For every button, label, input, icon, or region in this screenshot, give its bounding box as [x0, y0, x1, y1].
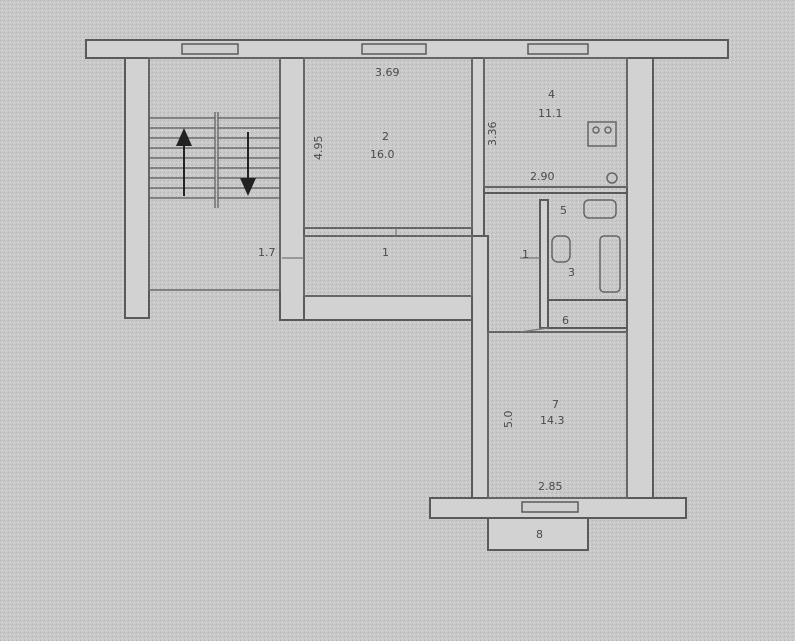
- room-4-area: 11.1: [538, 107, 563, 120]
- room-2-width: 3.69: [375, 66, 400, 79]
- room-3-number: 3: [568, 266, 575, 279]
- sink-icon: [583, 199, 617, 219]
- room-7-area: 14.3: [540, 414, 565, 427]
- window-stair: [181, 43, 239, 55]
- staircase: [149, 112, 280, 208]
- room-2-depth: 4.95: [312, 136, 325, 161]
- room-2-outline: [303, 57, 473, 229]
- bathtub-icon: [599, 235, 621, 293]
- up-arrow-icon: [176, 128, 192, 196]
- room-6-number: 6: [562, 314, 569, 327]
- room-4-width: 2.90: [530, 170, 555, 183]
- window-room-2: [361, 43, 427, 55]
- wall-2-4: [471, 57, 485, 237]
- wall-stair-right: [279, 57, 305, 321]
- window-room-7: [521, 501, 579, 513]
- stair-outline: [148, 57, 281, 291]
- room-4-number: 4: [548, 88, 555, 101]
- room-7-number: 7: [552, 398, 559, 411]
- doors: [282, 228, 549, 333]
- room-2-area: 16.0: [370, 148, 395, 161]
- stove-icon: [587, 121, 617, 147]
- window-room-4: [527, 43, 589, 55]
- room-5-number: 5: [560, 204, 567, 217]
- room-1-dim: 1.7: [258, 246, 276, 259]
- room-1-outline: [303, 235, 473, 297]
- fixtures: [551, 121, 621, 293]
- room-7-width: 2.85: [538, 480, 563, 493]
- windows: [181, 43, 589, 513]
- wall-right: [626, 57, 654, 499]
- room-2-number: 2: [382, 130, 389, 143]
- toilet-icon: [551, 235, 571, 263]
- balcony: [487, 517, 589, 551]
- room-3-dim: 1: [522, 248, 529, 261]
- room-7-depth: 5.0: [502, 411, 515, 429]
- wall-corridor-bottom: [303, 295, 473, 321]
- room-7-outline: [487, 331, 628, 499]
- wall-bath-left: [539, 199, 549, 329]
- room-outlines: [148, 57, 628, 499]
- room-8-number: 8: [536, 528, 543, 541]
- room-4-outline: [483, 57, 628, 188]
- room-1-number: 1: [382, 246, 389, 259]
- wall-corridor-right: [471, 235, 489, 499]
- down-arrow-icon: [240, 132, 256, 196]
- wall-stair-left: [124, 57, 150, 319]
- room-4-depth: 3.36: [486, 122, 499, 147]
